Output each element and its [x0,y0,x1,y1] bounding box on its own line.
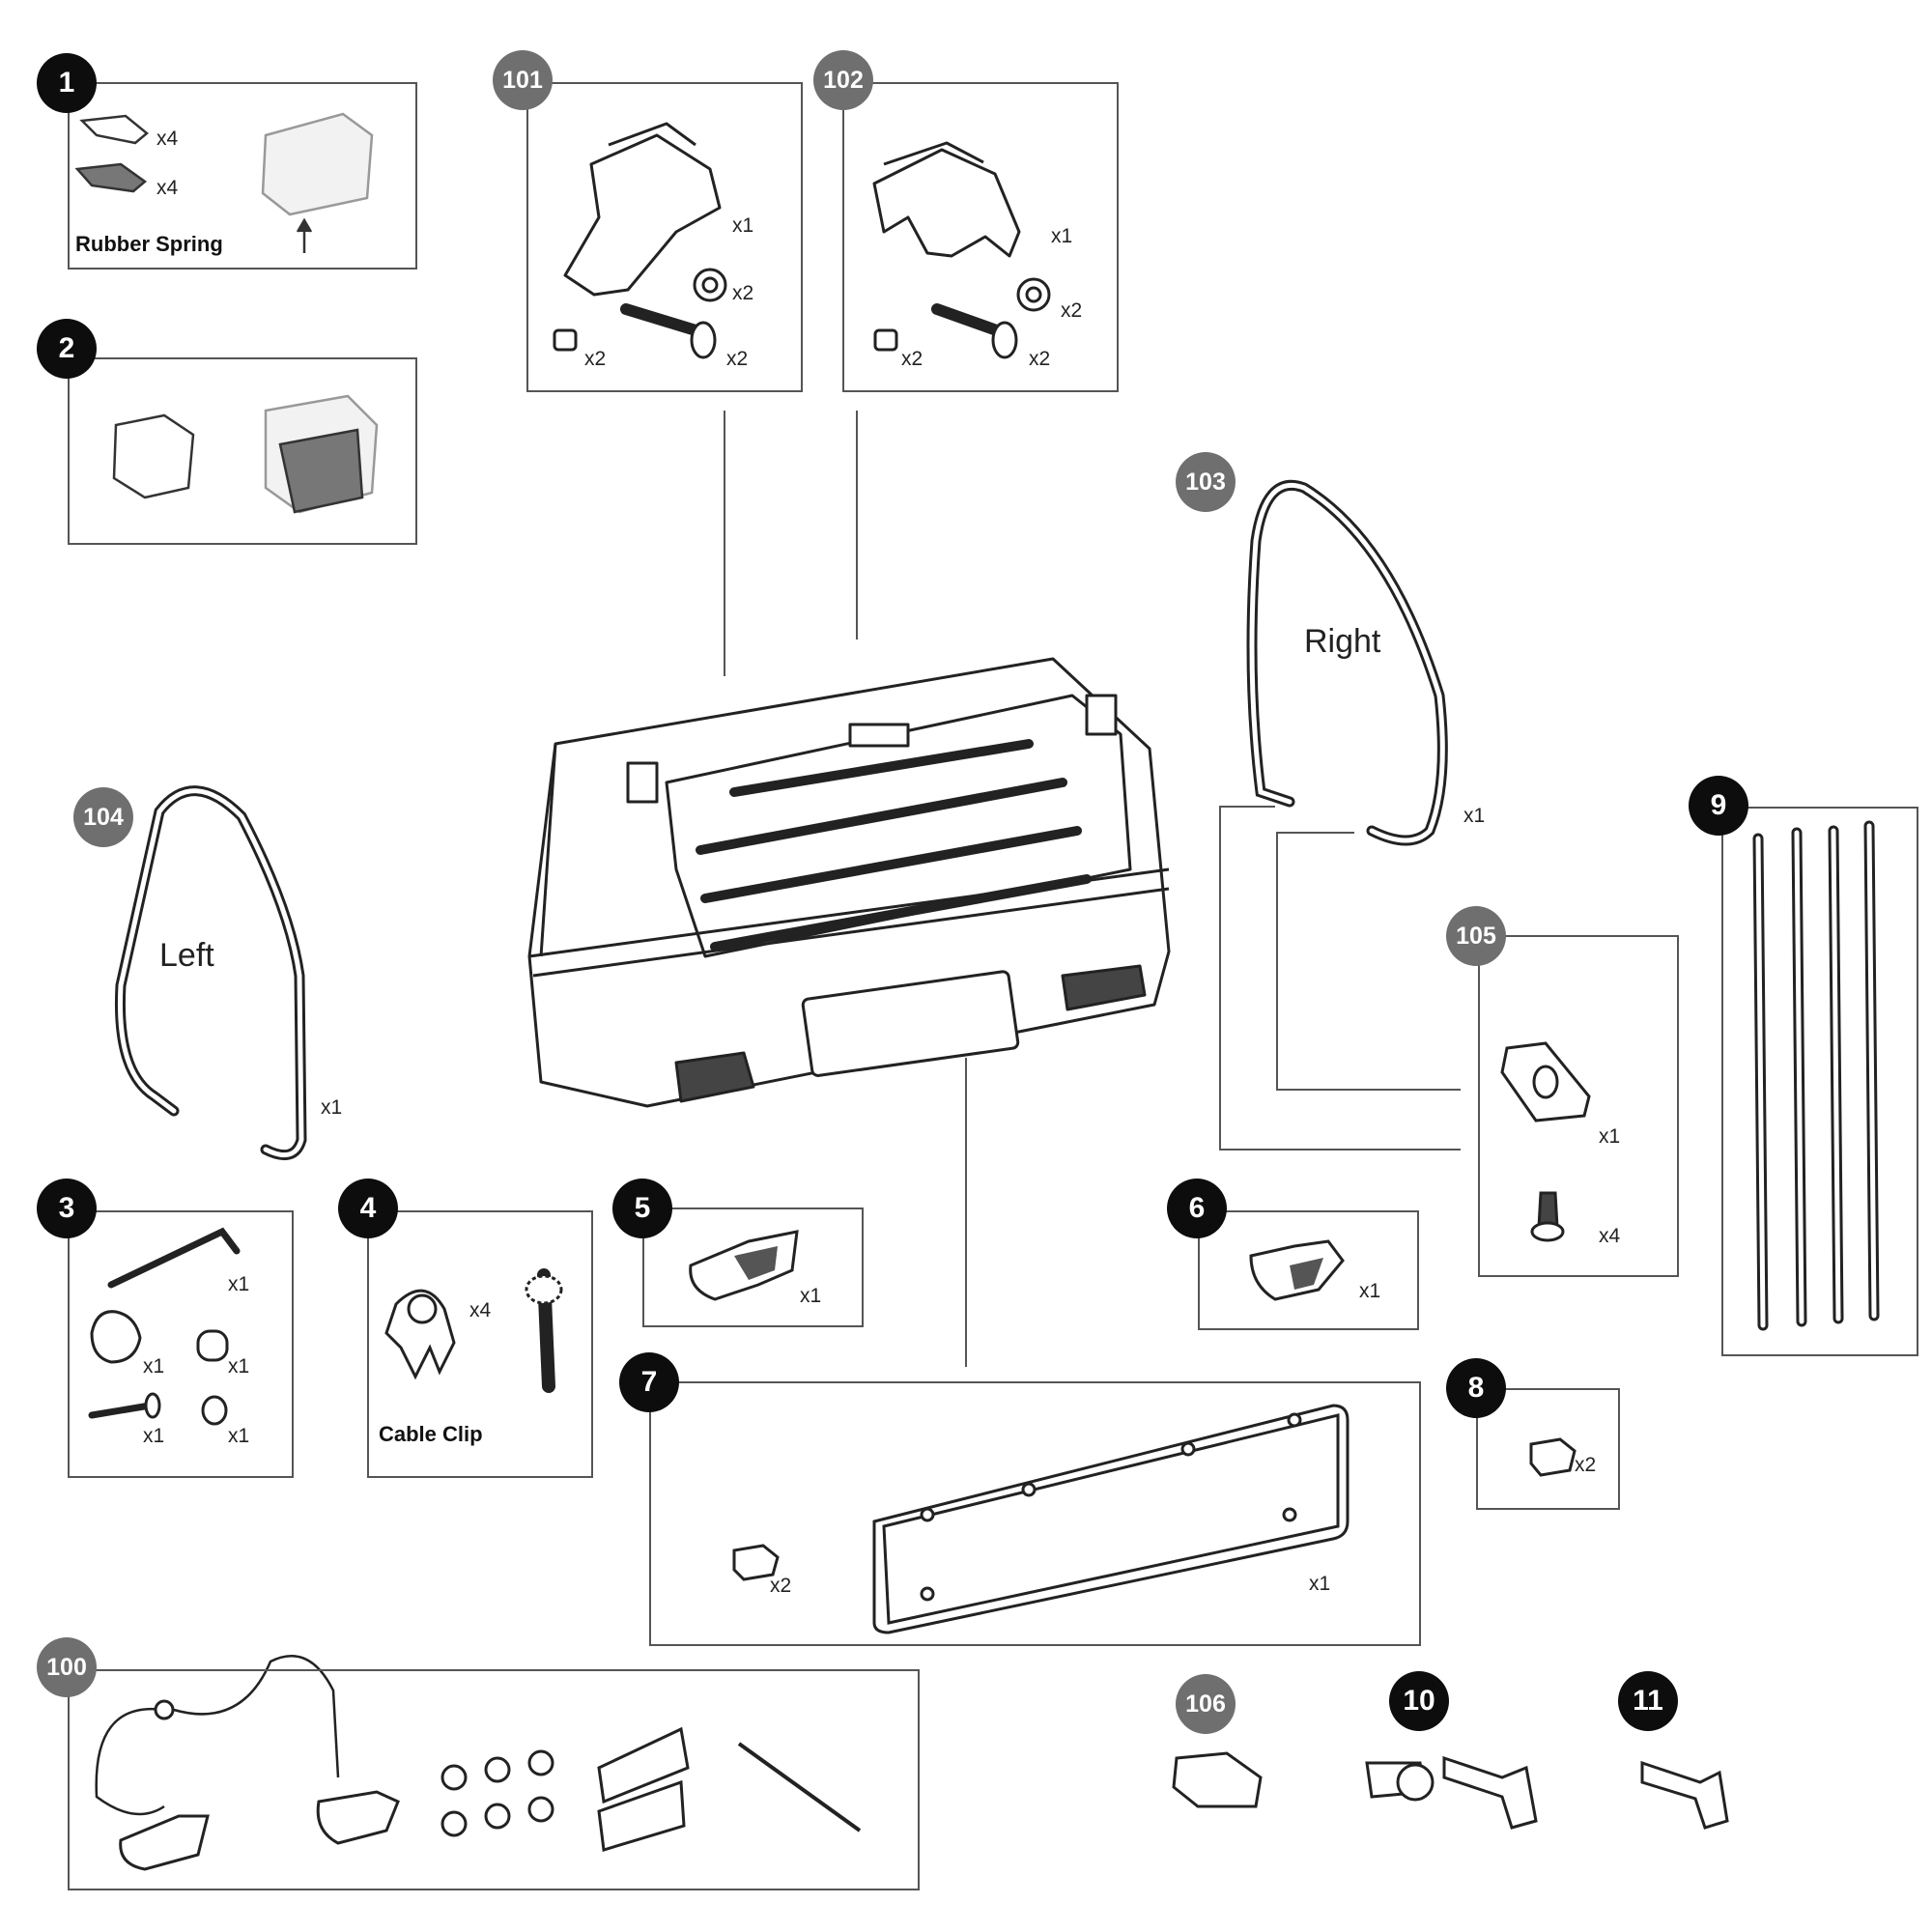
quantity-label: x2 [770,1575,792,1597]
part-number-badge: 100 [37,1637,97,1697]
part-number-badge: 1 [37,53,97,113]
part-6-frame [1198,1210,1419,1330]
part-number-badge: 10 [1389,1671,1449,1731]
leader-lines [724,411,1461,1367]
part-5-frame [642,1208,864,1327]
part-number-badge: 3 [37,1179,97,1238]
quantity-label: x4 [156,128,179,150]
quantity-label: x2 [732,282,754,304]
rubber-spring-illustration [74,112,374,253]
wiring-kit-illustration [95,1655,862,1871]
part-number-badge: 9 [1689,776,1748,836]
right-arm-label: Right [1304,623,1381,660]
part-number-badge: 7 [619,1352,679,1412]
quantity-label: x1 [732,214,754,237]
right-arm-illustration [1249,482,1445,843]
quantity-label: x1 [228,1273,250,1295]
quantity-label: x1 [1309,1573,1331,1595]
quantity-label: x2 [1029,348,1051,370]
bracket-illustration [112,394,379,514]
quantity-label: x1 [143,1425,165,1447]
clip-8-illustration [1529,1437,1577,1477]
quantity-label: x2 [1575,1454,1597,1476]
part-100-frame [68,1669,920,1890]
cable-clip-label: Cable Clip [379,1422,483,1446]
quantity-label: x1 [800,1285,822,1307]
part-number-badge: 5 [612,1179,672,1238]
part-2-frame [68,357,417,545]
quantity-label: x1 [228,1355,250,1378]
part-number-badge: 8 [1446,1358,1506,1418]
quantity-label: x1 [143,1355,165,1378]
part-number-badge: 11 [1618,1671,1678,1731]
part-number-badge: 4 [338,1179,398,1238]
part-3-frame [68,1210,294,1478]
part-1-frame [68,82,417,270]
quantity-label: x4 [1599,1225,1621,1247]
plate-holder-illustration [732,1404,1350,1634]
part-number-badge: 103 [1176,452,1236,512]
quantity-label: x1 [228,1425,250,1447]
quantity-label: x1 [1599,1125,1621,1148]
cover-102-illustration [872,141,1051,359]
part-number-badge: 106 [1176,1674,1236,1734]
key-11-illustration [1640,1760,1729,1830]
part-105-frame [1478,935,1679,1277]
lock-and-key-illustration [1365,1755,1538,1830]
left-arm-label: Left [159,937,214,974]
quantity-label: x2 [1061,299,1083,322]
quantity-label: x1 [1051,225,1073,247]
cap-106-illustration [1172,1751,1263,1808]
part-9-frame [1721,807,1918,1356]
quantity-label: x2 [726,348,749,370]
quantity-label: x2 [901,348,923,370]
stopper-105-illustration [1500,1041,1591,1242]
quantity-label: x2 [584,348,607,370]
cable-clip-illustration [384,1268,563,1393]
part-number-badge: 2 [37,319,97,379]
rubber-spring-label: Rubber Spring [75,232,223,256]
tools-illustration [88,1227,241,1426]
quantity-label: x4 [469,1299,492,1321]
part-4-frame [367,1210,593,1478]
quantity-label: x1 [1463,805,1486,827]
part-8-frame [1476,1388,1620,1510]
part-number-badge: 105 [1446,906,1506,966]
quantity-label: x1 [321,1096,343,1119]
quantity-label: x4 [156,177,179,199]
cargo-box-illustration [527,657,1171,1108]
part-102-frame [842,82,1119,392]
part-number-badge: 104 [73,787,133,847]
part-number-badge: 102 [813,50,873,110]
part-number-badge: 6 [1167,1179,1227,1238]
part-number-badge: 101 [493,50,553,110]
part-7-frame [649,1381,1421,1646]
quantity-label: x1 [1359,1280,1381,1302]
part-101-frame [526,82,803,392]
cover-101-illustration [553,122,727,359]
